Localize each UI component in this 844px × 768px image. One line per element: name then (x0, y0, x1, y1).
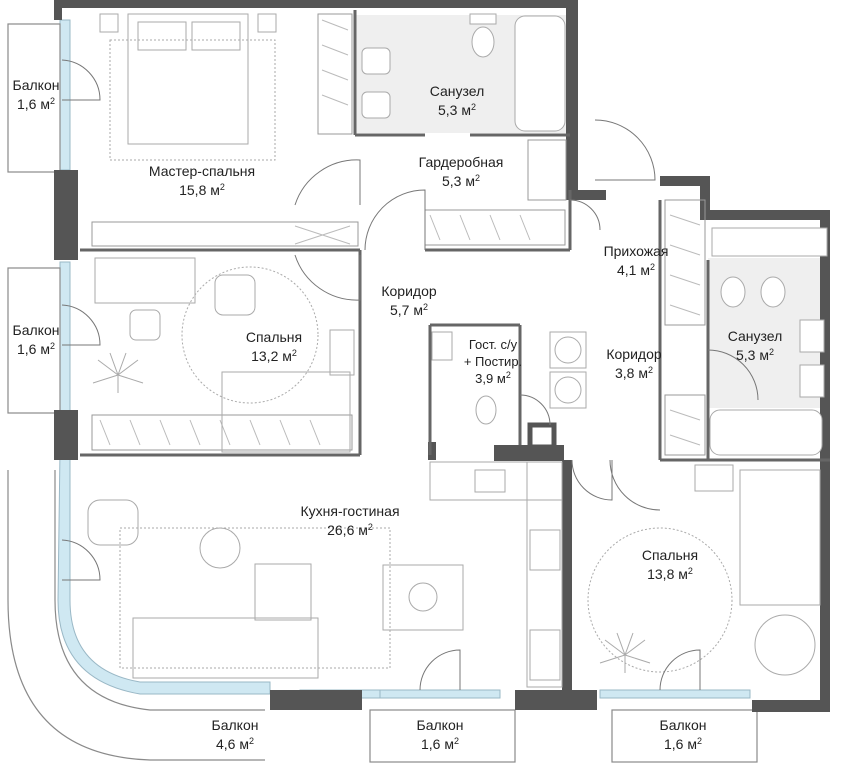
room-name: Коридор (381, 283, 437, 299)
room-label-wardrobe: Гардеробная 5,3 м2 (419, 153, 504, 191)
room-label-kitchen-living: Кухня-гостиная 26,6 м2 (300, 502, 399, 540)
room-label-corridor-2: Коридор 3,8 м2 (606, 345, 661, 383)
room-area: 3,8 м2 (614, 365, 653, 381)
room-name: Гост. с/у + Постир. (463, 337, 523, 369)
room-label-master-bedroom: Мастер-спальня 15,8 м2 (149, 162, 255, 200)
room-label-guest-wc: Гост. с/у + Постир. 3,9 м2 (464, 336, 522, 387)
room-label-balcony-mid-left: Балкон 1,6 м2 (13, 321, 60, 359)
room-area: 1,6 м2 (16, 96, 55, 112)
room-area: 5,3 м2 (441, 173, 480, 189)
room-area: 13,8 м2 (647, 566, 693, 582)
room-label-hallway-entry: Прихожая 4,1 м2 (604, 242, 669, 280)
living-furniture (87, 499, 464, 679)
room-name: Санузел (727, 328, 783, 344)
room-name: Балкон (416, 717, 464, 733)
room-area: 5,3 м2 (735, 347, 774, 363)
room-name: Балкон (12, 77, 60, 93)
room-label-balcony-bottom-left: Балкон 4,6 м2 (212, 716, 259, 754)
room-label-bedroom-1: Спальня 13,2 м2 (246, 328, 302, 366)
guest-wc-fixtures (431, 331, 587, 425)
room-name: Прихожая (603, 243, 669, 259)
bathroom-1-fixtures (361, 13, 566, 132)
wardrobe-hatching (99, 19, 701, 446)
room-area: 5,7 м2 (389, 302, 428, 318)
room-name: Спальня (641, 547, 699, 563)
room-area: 26,6 м2 (327, 522, 373, 538)
room-area: 13,2 м2 (251, 348, 297, 364)
room-name: Балкон (211, 717, 259, 733)
room-area: 15,8 м2 (179, 182, 225, 198)
room-area: 4,6 м2 (215, 736, 254, 752)
room-area: 1,6 м2 (420, 736, 459, 752)
room-label-bedroom-2: Спальня 13,8 м2 (642, 546, 698, 584)
bathroom-2-fixtures (709, 227, 828, 456)
balconies (7, 23, 758, 763)
room-label-balcony-bottom-right: Балкон 1,6 м2 (660, 716, 707, 754)
bedroom-2-furniture (587, 464, 821, 676)
room-label-balcony-top-left: Балкон 1,6 м2 (13, 76, 60, 114)
room-label-corridor-1: Коридор 5,7 м2 (381, 282, 436, 320)
bedroom-1-furniture (94, 257, 355, 453)
room-area: 5,3 м2 (437, 102, 476, 118)
room-name: Мастер-спальня (148, 163, 256, 179)
plant-icon (92, 352, 651, 673)
room-name: Кухня-гостиная (300, 503, 400, 519)
interior-walls (80, 10, 830, 462)
room-area: 3,9 м2 (475, 370, 511, 387)
room-name: Санузел (429, 83, 485, 99)
room-name: Балкон (12, 322, 60, 338)
room-label-balcony-bottom-mid: Балкон 1,6 м2 (417, 716, 464, 754)
room-area: 4,1 м2 (617, 262, 655, 278)
kitchen-units (429, 461, 563, 688)
room-name: Спальня (245, 329, 303, 345)
room-name: Коридор (606, 346, 662, 362)
room-area: 1,6 м2 (663, 736, 702, 752)
glazing (57, 19, 751, 699)
room-label-bathroom-2: Санузел 5,3 м2 (728, 327, 783, 365)
room-area: 1,6 м2 (16, 341, 55, 357)
room-name: Гардеробная (418, 154, 504, 170)
room-label-bathroom-1: Санузел 5,3 м2 (430, 82, 485, 120)
room-name: Балкон (659, 717, 707, 733)
doors (61, 59, 759, 691)
master-bed (99, 13, 277, 161)
